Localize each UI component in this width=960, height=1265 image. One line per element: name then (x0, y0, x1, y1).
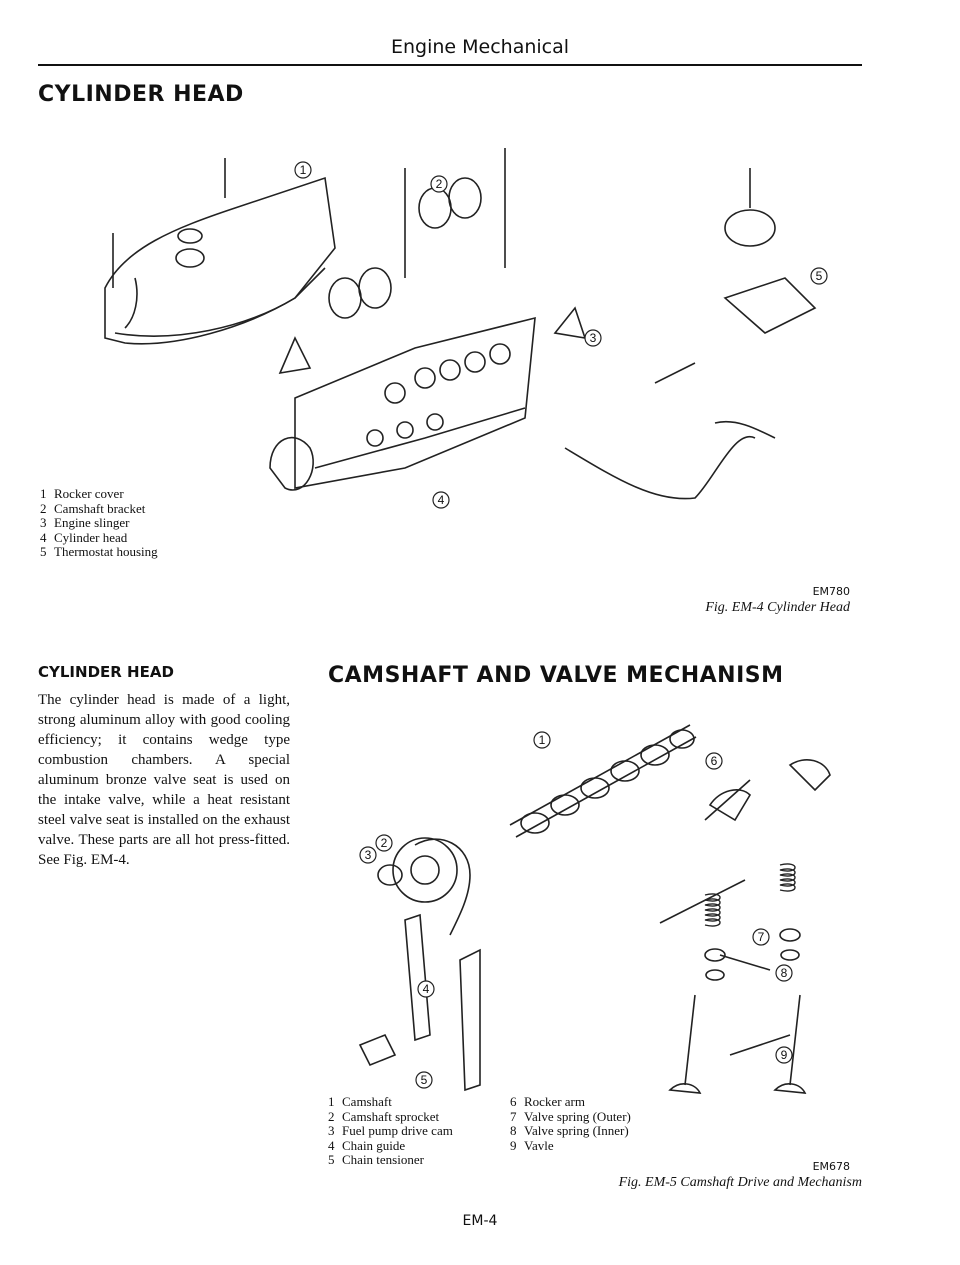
legend-item: 8 Valve spring (Inner) (510, 1123, 631, 1139)
camshaft-heading: CAMSHAFT AND VALVE MECHANISM (328, 663, 784, 688)
legend-num: 1 (328, 1094, 335, 1109)
legend-num: 1 (40, 486, 47, 501)
legend-label: Chain tensioner (342, 1152, 424, 1167)
fig1-legend: 1 Rocker cover 2 Camshaft bracket 3 Engine … (40, 486, 158, 560)
legend-item: 1 Rocker cover (40, 486, 158, 502)
legend-item: 5 Thermostat housing (40, 544, 158, 560)
legend-label: Engine slinger (54, 515, 130, 530)
legend-item: 6 Rocker arm (510, 1094, 631, 1110)
legend-label: Rocker arm (524, 1094, 586, 1109)
fig2-caption: Fig. EM-5 Camshaft Drive and Mechanism (618, 1175, 862, 1190)
cylinder-head-exploded-illustration: 1 2 3 4 5 (104, 148, 828, 509)
fig2-callout-9: 9 (781, 1048, 788, 1062)
fig2-callout-7: 7 (758, 930, 765, 944)
legend-item: 7 Valve spring (Outer) (510, 1108, 631, 1125)
fig2-code: EM678 (812, 1160, 850, 1173)
legend-label: Camshaft bracket (54, 500, 146, 516)
legend-num: 9 (510, 1137, 517, 1153)
legend-num: 2 (328, 1108, 335, 1124)
legend-num: 6 (510, 1094, 517, 1109)
fig2-callout-6: 6 (711, 754, 718, 768)
running-title: Engine Mechanical (390, 36, 570, 58)
body-paragraph: The cylinder head is made of a light, st… (38, 692, 290, 868)
legend-label: Thermostat housing (54, 544, 158, 559)
legend-label: Chain guide (342, 1137, 406, 1153)
fig1-callout-3: 3 (590, 331, 597, 345)
legend-num: 3 (328, 1123, 335, 1138)
header-rule (38, 64, 862, 66)
legend-item: 9 Vavle (510, 1137, 631, 1154)
legend-label: Valve spring (Inner) (524, 1123, 629, 1138)
legend-label: Fuel pump drive cam (342, 1123, 453, 1138)
fig2-callout-3: 3 (365, 848, 372, 862)
fig1-callout-2: 2 (436, 177, 443, 191)
fig1-caption: Fig. EM-4 Cylinder Head (705, 600, 850, 615)
legend-label: Cylinder head (54, 529, 128, 545)
legend-num: 4 (40, 529, 47, 545)
fig2-callout-5: 5 (421, 1073, 428, 1087)
fig2-callout-4: 4 (423, 982, 430, 996)
fig2-callout-1: 1 (539, 733, 546, 747)
legend-item: 2 Camshaft bracket (40, 500, 158, 517)
camshaft-mechanism-illustration: 1 2 3 4 5 6 7 8 9 (358, 724, 831, 1094)
legend-num: 7 (510, 1108, 517, 1124)
fig2-legend-left: 1 Camshaft 2 Camshaft sprocket 3 Fuel pump … (328, 1094, 453, 1168)
legend-item: 2 Camshaft sprocket (328, 1108, 453, 1125)
legend-num: 2 (40, 500, 47, 516)
legend-num: 3 (40, 515, 47, 530)
fig2-legend-right: 6 Rocker arm 7 Valve spring (Outer) 8 Valve… (510, 1094, 631, 1154)
fig2-callout-8: 8 (781, 966, 788, 980)
legend-item: 4 Chain guide (328, 1137, 453, 1154)
subhead-cylinder-head: CYLINDER HEAD (38, 663, 174, 681)
legend-item: 4 Cylinder head (40, 529, 158, 546)
legend-num: 8 (510, 1123, 517, 1138)
legend-num: 4 (328, 1137, 335, 1153)
fig1-code: EM780 (812, 585, 850, 598)
page-number: EM-4 (462, 1213, 498, 1229)
fig1-callout-4: 4 (438, 493, 445, 507)
legend-label: Rocker cover (54, 486, 124, 501)
legend-item: 3 Engine slinger (40, 515, 158, 531)
legend-label: Camshaft (342, 1094, 392, 1109)
fig2-callout-2: 2 (381, 836, 388, 850)
fig1-callout-1: 1 (300, 163, 307, 177)
legend-label: Vavle (524, 1137, 554, 1153)
legend-item: 1 Camshaft (328, 1094, 453, 1110)
legend-label: Camshaft sprocket (342, 1108, 440, 1124)
legend-label: Valve spring (Outer) (524, 1108, 631, 1124)
legend-num: 5 (40, 544, 47, 559)
legend-item: 3 Fuel pump drive cam (328, 1123, 453, 1139)
legend-item: 5 Chain tensioner (328, 1152, 453, 1168)
section-title: CYLINDER HEAD (38, 82, 244, 107)
fig1-callout-5: 5 (816, 269, 823, 283)
legend-num: 5 (328, 1152, 335, 1167)
